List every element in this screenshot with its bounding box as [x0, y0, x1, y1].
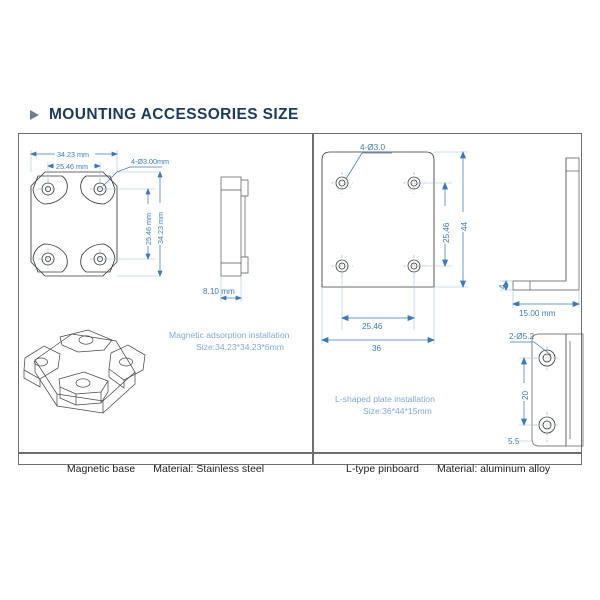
footer-material-magnetic: Material: Stainless steel — [153, 462, 265, 475]
drawing-frame — [18, 133, 582, 465]
section-header: MOUNTING ACCESSORIES SIZE — [30, 106, 299, 124]
triangle-right-icon — [30, 110, 39, 120]
footer-cell-lplate: L-type pinboard Material: aluminum alloy — [314, 452, 583, 485]
panel-divider-vertical — [312, 133, 314, 465]
footer-cell-magnetic: Magnetic base Material: Stainless steel — [18, 452, 313, 485]
footer-part-magnetic: Magnetic base — [66, 462, 136, 475]
page-title: MOUNTING ACCESSORIES SIZE — [49, 106, 299, 123]
footer-material-lplate: Material: aluminum alloy — [436, 462, 551, 475]
panel-divider-horizontal — [18, 452, 582, 454]
footer-part-lplate: L-type pinboard — [346, 462, 419, 475]
